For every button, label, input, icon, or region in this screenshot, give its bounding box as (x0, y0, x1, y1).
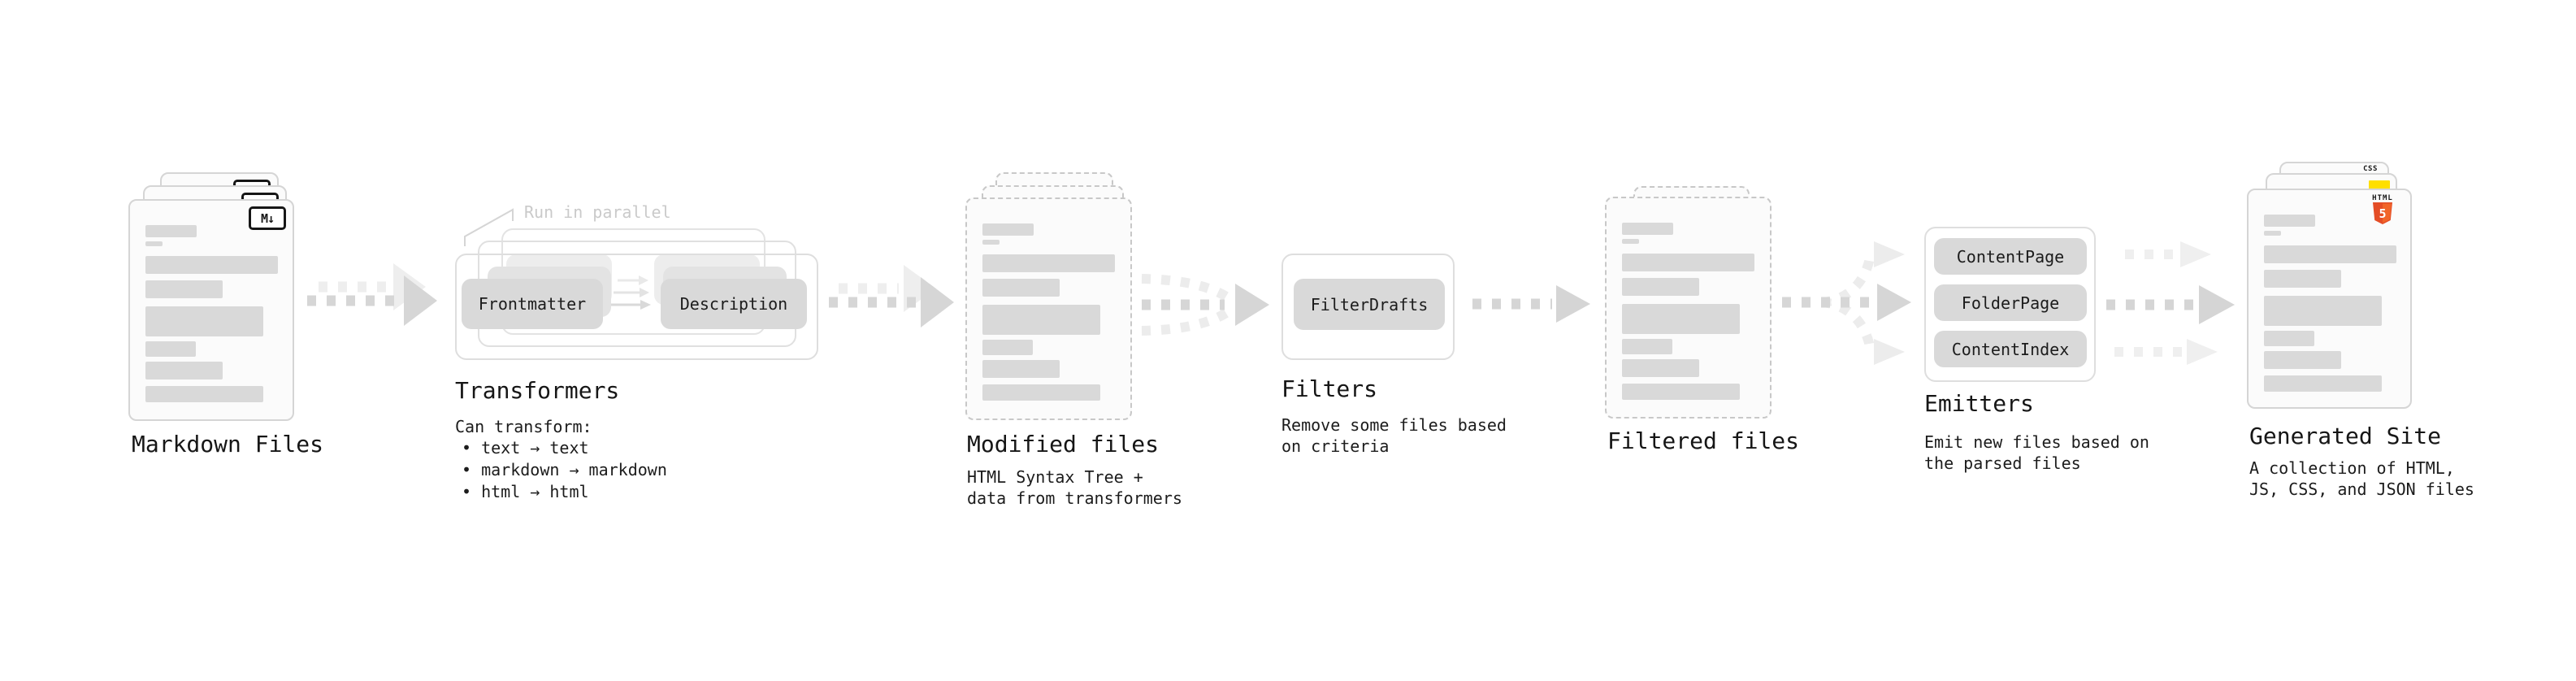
doc-text-line (1622, 278, 1699, 296)
doc-text-line (2264, 351, 2341, 369)
transformers-bullet-list: • text → text • markdown → markdown • ht… (462, 437, 667, 503)
caption-line: on criteria (1281, 436, 1390, 456)
html5-shield-icon: 5 (2373, 202, 2392, 224)
doc-text-line (145, 306, 263, 336)
transformer-box-front (455, 254, 818, 360)
js-file-icon (2369, 180, 2390, 189)
doc-text-line (982, 223, 1034, 236)
arrow-modified-to-filters (1141, 274, 1269, 336)
generated-file-card-front: HTML 5 (2247, 189, 2412, 409)
modified-file-card-front (965, 197, 1132, 420)
transformers-caption: Can transform: (455, 417, 592, 436)
filters-caption: Remove some files based on criteria (1281, 414, 1507, 457)
doc-text-line (2264, 296, 2382, 326)
emitters-caption: Emit new files based on the parsed files (1924, 432, 2149, 474)
filterdrafts-button: FilterDrafts (1294, 279, 1445, 330)
filtered-file-card-front (1605, 197, 1772, 419)
doc-text-line (1622, 304, 1740, 334)
stage-title-markdown-files: Markdown Files (132, 431, 324, 458)
doc-text-line (145, 225, 197, 237)
run-in-parallel-label: Run in parallel (524, 202, 671, 222)
doc-text-line (1622, 359, 1699, 377)
caption-line: JS, CSS, and JSON files (2249, 479, 2474, 499)
caption-line: HTML Syntax Tree + (967, 467, 1143, 487)
doc-text-line (2264, 375, 2382, 392)
doc-text-line (982, 279, 1060, 297)
doc-text-line (2264, 245, 2396, 263)
markdown-icon: M↓ (249, 206, 286, 230)
stage-title-generated-site: Generated Site (2249, 423, 2442, 449)
caption-line: Remove some files based (1281, 415, 1507, 435)
modified-files-caption: HTML Syntax Tree + data from transformer… (967, 466, 1182, 509)
stage-title-modified-files: Modified files (967, 431, 1160, 458)
doc-text-line (2264, 231, 2281, 236)
stage-title-filtered-files: Filtered files (1607, 427, 1800, 454)
arrow-transformers-to-modified (829, 265, 954, 327)
doc-text-line (982, 305, 1100, 335)
emitter-button-contentpage: ContentPage (1934, 238, 2087, 275)
arrow-emitters-to-generated (2106, 241, 2235, 365)
stage-title-emitters: Emitters (1924, 390, 2034, 417)
bullet-item: • html → html (462, 482, 589, 501)
emitter-button-contentindex: ContentIndex (1934, 331, 2087, 367)
doc-text-line (145, 256, 278, 274)
caption-line: A collection of HTML, (2249, 458, 2455, 478)
generated-site-caption: A collection of HTML, JS, CSS, and JSON … (2249, 458, 2474, 500)
doc-text-line (1622, 384, 1740, 400)
doc-text-line (2264, 215, 2315, 227)
bullet-item: • text → text (462, 438, 589, 458)
stage-title-filters: Filters (1281, 375, 1378, 402)
doc-text-line (2264, 331, 2314, 346)
doc-text-line (145, 362, 223, 380)
svg-text:5: 5 (2379, 206, 2386, 221)
doc-text-line (982, 384, 1100, 401)
doc-text-line (145, 280, 223, 298)
doc-text-line (145, 386, 263, 402)
doc-text-line (982, 240, 1000, 245)
caption-line: data from transformers (967, 488, 1182, 508)
doc-text-line (145, 341, 196, 357)
arrow-markdown-to-transformers (307, 263, 437, 326)
bullet-item: • markdown → markdown (462, 460, 667, 479)
doc-text-line (1622, 339, 1672, 354)
stage-title-transformers: Transformers (455, 377, 620, 404)
arrow-filters-to-filtered (1472, 285, 1590, 323)
html5-icon: HTML 5 (2364, 194, 2401, 228)
doc-text-line (982, 360, 1060, 378)
frontmatter-button: Frontmatter (462, 279, 603, 329)
doc-text-line (145, 241, 163, 246)
arrow-filtered-to-emitters (1782, 241, 1911, 365)
caption-line: Emit new files based on (1924, 432, 2149, 452)
doc-text-line (1622, 239, 1639, 244)
doc-text-line (2264, 270, 2341, 288)
description-button: Description (661, 279, 807, 329)
emitter-button-folderpage: FolderPage (1934, 284, 2087, 321)
doc-text-line (1622, 223, 1673, 235)
doc-text-line (982, 340, 1033, 355)
caption-line: the parsed files (1924, 453, 2081, 473)
doc-text-line (1622, 254, 1754, 271)
markdown-file-card-front: M↓ (128, 199, 294, 421)
doc-text-line (982, 254, 1115, 272)
